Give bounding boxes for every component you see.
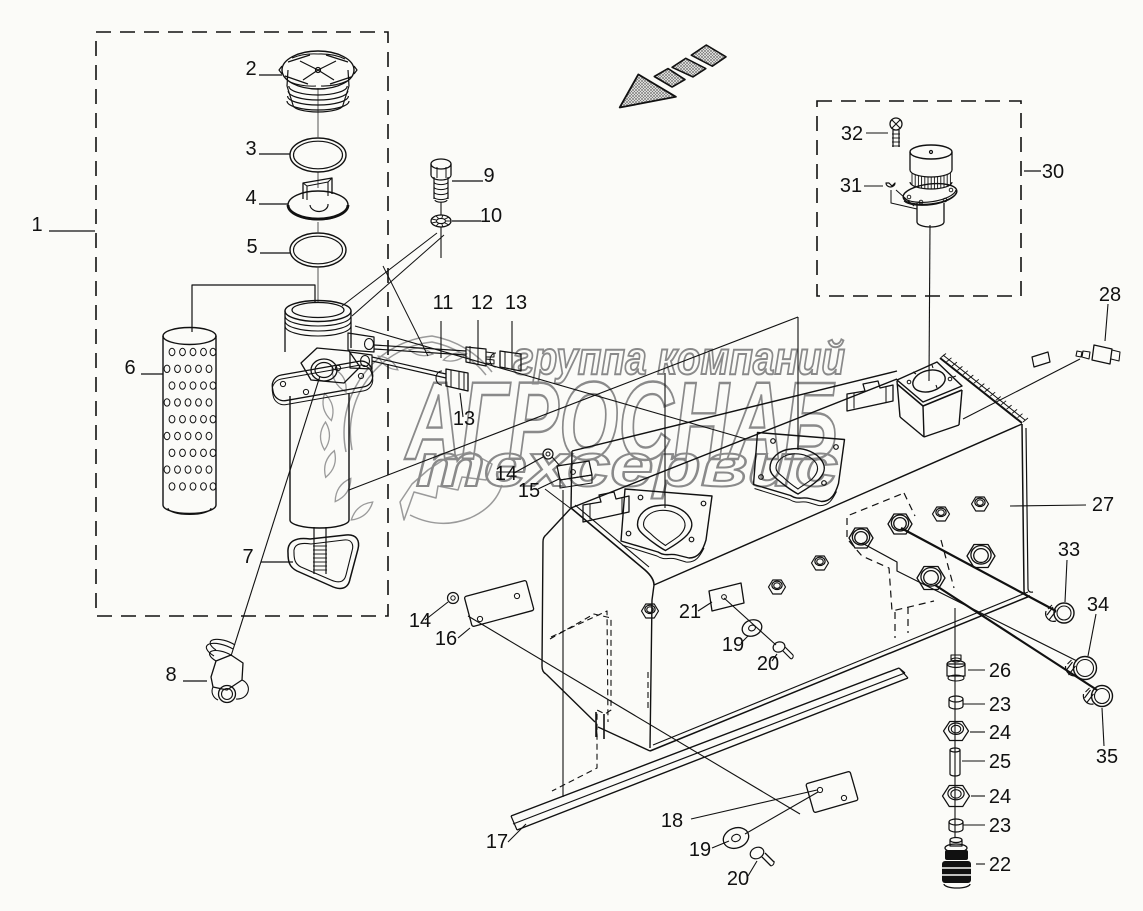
svg-text:34: 34 [1087, 594, 1109, 616]
svg-text:8: 8 [165, 664, 176, 686]
svg-text:3: 3 [245, 138, 256, 160]
svg-text:группа компаний: группа компаний [513, 332, 845, 384]
svg-text:15: 15 [518, 480, 540, 502]
svg-text:22: 22 [989, 854, 1011, 876]
svg-text:19: 19 [722, 634, 744, 656]
svg-text:12: 12 [471, 292, 493, 314]
svg-text:14: 14 [495, 463, 517, 485]
svg-text:28: 28 [1099, 284, 1121, 306]
svg-text:25: 25 [989, 751, 1011, 773]
svg-text:21: 21 [679, 601, 701, 623]
svg-text:23: 23 [989, 815, 1011, 837]
svg-text:9: 9 [483, 165, 494, 187]
svg-text:30: 30 [1042, 161, 1064, 183]
svg-text:20: 20 [757, 653, 779, 675]
svg-text:6: 6 [124, 357, 135, 379]
svg-text:10: 10 [480, 205, 502, 227]
svg-text:АГРОСНАБ: АГРОСНАБ [404, 360, 838, 483]
svg-text:32: 32 [841, 123, 863, 145]
svg-text:7: 7 [242, 546, 253, 568]
svg-text:5: 5 [246, 236, 257, 258]
svg-text:13: 13 [505, 292, 527, 314]
svg-text:19: 19 [689, 839, 711, 861]
svg-text:24: 24 [989, 786, 1011, 808]
svg-text:4: 4 [245, 187, 256, 209]
svg-text:24: 24 [989, 722, 1011, 744]
svg-text:20: 20 [727, 868, 749, 890]
svg-text:18: 18 [661, 810, 683, 832]
svg-text:1: 1 [31, 214, 42, 236]
svg-text:23: 23 [989, 694, 1011, 716]
svg-text:26: 26 [989, 660, 1011, 682]
svg-text:2: 2 [245, 58, 256, 80]
svg-text:13: 13 [453, 408, 475, 430]
svg-text:27: 27 [1092, 494, 1114, 516]
svg-text:33: 33 [1058, 539, 1080, 561]
svg-text:14: 14 [409, 610, 431, 632]
svg-text:31: 31 [840, 175, 862, 197]
svg-text:17: 17 [486, 831, 508, 853]
svg-text:11: 11 [433, 292, 454, 314]
svg-text:35: 35 [1096, 746, 1118, 768]
svg-text:16: 16 [435, 628, 457, 650]
